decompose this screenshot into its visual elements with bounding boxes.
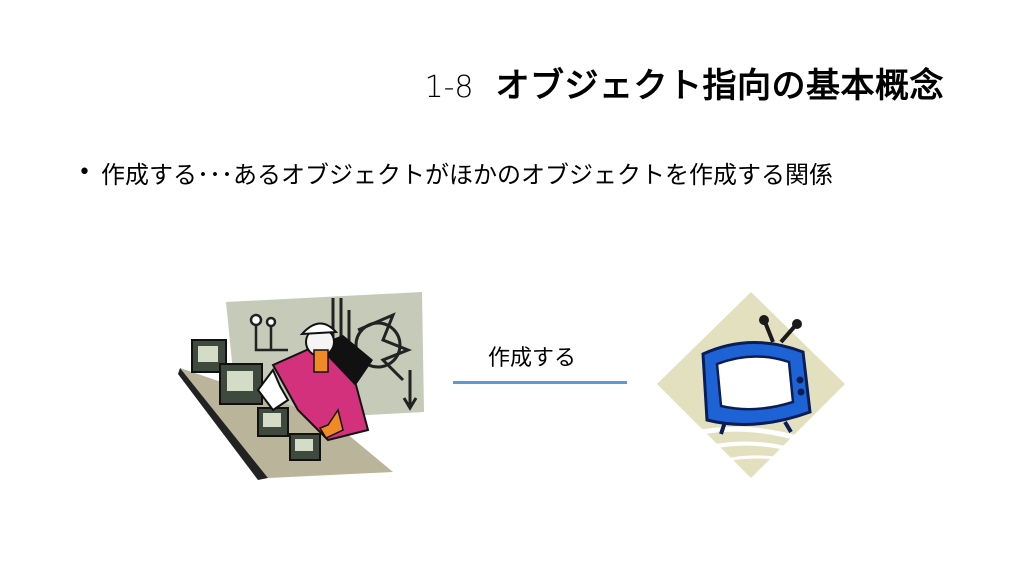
title-number: 1-8	[424, 70, 474, 105]
bullet-item: • 作成する･･･あるオブジェクトがほかのオブジェクトを作成する関係	[78, 155, 833, 190]
bullet-text: 作成する･･･あるオブジェクトがほかのオブジェクトを作成する関係	[100, 161, 833, 189]
title-text: オブジェクト指向の基本概念	[495, 66, 944, 106]
connector-label: 作成する	[488, 346, 577, 371]
slide-title: 1-8 オブジェクト指向の基本概念	[425, 58, 945, 107]
bullet-dot-icon: •	[78, 160, 91, 185]
factory-worker-clipart-icon	[178, 292, 424, 480]
television-clipart-icon	[657, 292, 845, 478]
relationship-connector	[453, 381, 627, 384]
